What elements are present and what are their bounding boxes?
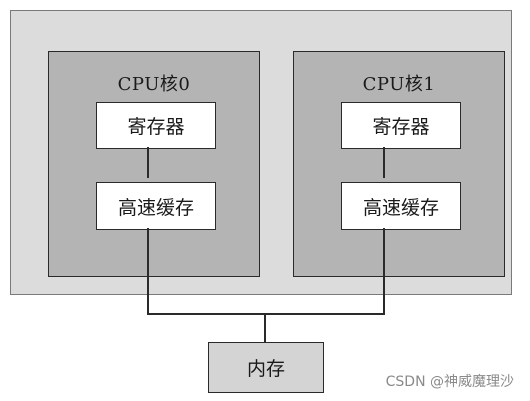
cpu-core-0: CPU核0 寄存器 高速缓存 bbox=[48, 51, 260, 277]
cpu-core-1: CPU核1 寄存器 高速缓存 bbox=[293, 51, 505, 277]
cpu-core-1-title: CPU核1 bbox=[362, 74, 436, 95]
cpu-core-1-cache: 高速缓存 bbox=[341, 182, 461, 230]
cpu-core-1-register: 寄存器 bbox=[341, 102, 461, 149]
cpu-core-0-title: CPU核0 bbox=[117, 74, 191, 95]
watermark-text: CSDN @神威魔理沙 bbox=[385, 374, 514, 390]
cpu-package: CPU核0 寄存器 高速缓存 CPU核1 寄存器 高速缓存 bbox=[10, 10, 512, 295]
cpu-core-0-register: 寄存器 bbox=[96, 102, 216, 149]
cpu-core-0-cache: 高速缓存 bbox=[96, 182, 216, 230]
main-memory: 内存 bbox=[208, 342, 324, 393]
